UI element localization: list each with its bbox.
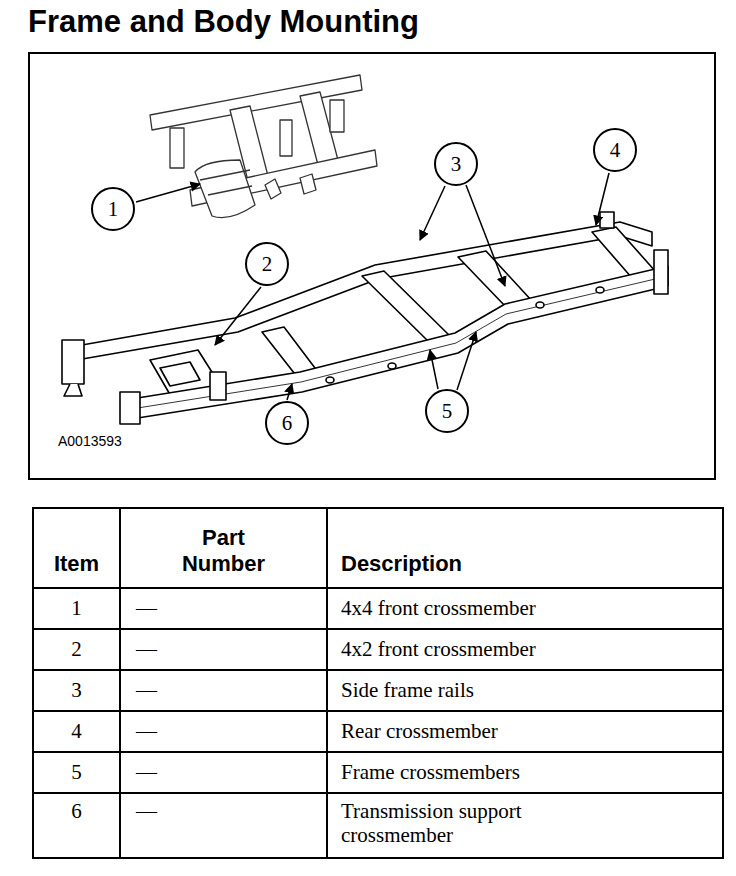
frame-rails-part	[62, 340, 84, 384]
table-cell: 3	[35, 672, 118, 709]
item-number: 3	[71, 678, 82, 702]
part-description: Frame crossmembers	[341, 760, 520, 784]
inset-4x4-frame-part	[200, 170, 252, 195]
table-cell: —	[122, 631, 325, 668]
frame-rails-part	[160, 362, 200, 386]
leader-lines-part	[466, 185, 505, 286]
part-number: —	[136, 760, 157, 784]
callout-circle: 4	[593, 128, 637, 172]
table-cell: —	[122, 713, 325, 750]
table-grid-part	[33, 508, 723, 858]
leader-lines-part	[457, 332, 476, 390]
illustration-frame: A0013593 1 2 3 4 5 6	[28, 52, 716, 480]
leader-lines-part	[430, 350, 438, 389]
frame-rails-part	[596, 287, 604, 293]
table-cell: —	[122, 672, 325, 709]
figure-code: A0013593	[58, 433, 122, 449]
table-cell: 4	[35, 713, 118, 750]
frame-rails	[62, 212, 668, 424]
item-number: 1	[71, 596, 82, 620]
item-number: 2	[71, 637, 82, 661]
part-description: 4x4 front crossmember	[341, 596, 536, 620]
leader-lines-part	[420, 186, 445, 240]
frame-rails-part	[120, 392, 140, 424]
part-description: 4x2 front crossmember	[341, 637, 536, 661]
callout-number: 6	[282, 413, 293, 434]
inset-4x4-frame-part	[195, 160, 255, 218]
item-number: 6	[71, 799, 82, 823]
item-number: 5	[71, 760, 82, 784]
callout-number: 2	[262, 254, 273, 275]
table-cell: 4x4 front crossmember	[329, 590, 721, 627]
callout-number: 1	[108, 199, 119, 220]
frame-rails-part	[210, 372, 226, 400]
table-cell: —	[122, 754, 325, 791]
frame-rails-part	[125, 266, 668, 420]
inset-4x4-frame	[150, 75, 377, 218]
callout-circle: 1	[91, 187, 135, 231]
table-cell: —	[122, 590, 325, 627]
part-number: —	[136, 678, 157, 702]
frame-rails-part	[362, 271, 452, 343]
callout-circle: 3	[434, 142, 478, 186]
inset-4x4-frame-part	[170, 128, 184, 168]
callout-number: 4	[610, 140, 621, 161]
table-cell: Rear crossmember	[329, 713, 721, 750]
frame-rails-part	[125, 276, 668, 410]
table-cell: 5	[35, 754, 118, 791]
leader-lines-part	[596, 173, 609, 225]
table-cell: Frame crossmembers	[329, 754, 721, 791]
table-cell: 2	[35, 631, 118, 668]
part-description: Side frame rails	[341, 678, 474, 702]
part-number: —	[136, 637, 157, 661]
leader-lines-part	[215, 287, 261, 345]
table-grid-part	[33, 751, 723, 753]
part-description: Transmission support crossmember	[341, 799, 621, 847]
table-grid-part	[33, 587, 723, 589]
table-grid-part	[33, 628, 723, 630]
table-header: Item	[54, 551, 99, 576]
table-cell: Transmission support crossmember	[329, 795, 721, 856]
frame-rails-part	[654, 250, 668, 294]
table-grid-part	[33, 669, 723, 671]
frame-rails-part	[388, 363, 396, 369]
table-cell: Part Number	[122, 510, 325, 586]
frame-rails-part	[536, 302, 544, 308]
callout-number: 5	[442, 401, 453, 422]
frame-rails-part	[326, 377, 334, 383]
table-cell: —	[122, 795, 325, 856]
inset-4x4-frame-part	[265, 174, 316, 199]
leader-lines-part	[287, 384, 292, 400]
callout-circle: 2	[245, 242, 289, 286]
frame-rails-part	[600, 212, 614, 228]
table-cell: Side frame rails	[329, 672, 721, 709]
part-number: —	[136, 596, 157, 620]
table-grid-part	[119, 508, 121, 858]
table-cell: 6	[35, 795, 118, 856]
table-cell: Item	[35, 510, 118, 586]
frame-rails-part	[64, 384, 82, 396]
leader-lines-part	[136, 184, 200, 202]
table-cell: 4x2 front crossmember	[329, 631, 721, 668]
table-cell: Description	[329, 510, 721, 586]
page-title: Frame and Body Mounting	[28, 4, 419, 40]
table-grid	[33, 508, 723, 858]
callout-circle: 5	[425, 389, 469, 433]
table-cell: 1	[35, 590, 118, 627]
table-header: Description	[341, 551, 462, 576]
part-number: —	[136, 799, 157, 823]
part-description: Rear crossmember	[341, 719, 498, 743]
callout-number: 3	[451, 154, 462, 175]
leader-lines	[136, 173, 609, 400]
item-number: 4	[71, 719, 82, 743]
inset-4x4-frame-part	[330, 100, 344, 132]
callout-circle: 6	[265, 401, 309, 445]
table-grid-part	[33, 710, 723, 712]
part-number: —	[136, 719, 157, 743]
inset-4x4-frame-part	[280, 120, 292, 156]
table-header: Part Number	[164, 525, 284, 576]
table-grid-part	[33, 792, 723, 794]
table-grid-part	[326, 508, 328, 858]
